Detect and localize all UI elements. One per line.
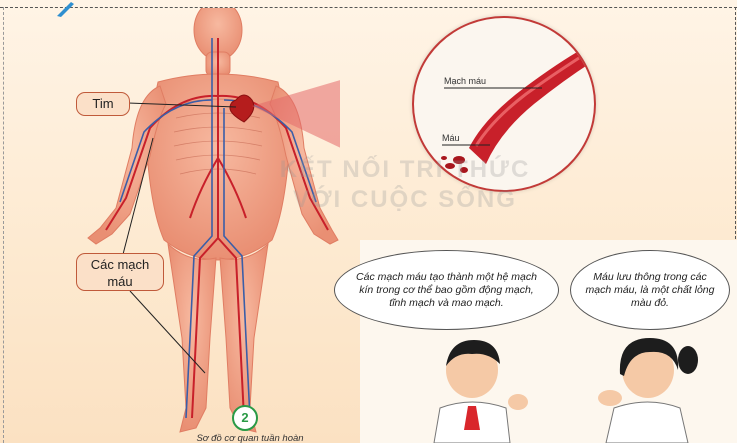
watermark-line2: VỚI CUỘC SỐNG <box>240 185 570 215</box>
heart-label-text: Tim <box>92 96 113 111</box>
vessel-zoom-label: Mạch máu <box>444 76 486 86</box>
page-border-left <box>3 7 4 443</box>
body-illustration <box>40 8 340 443</box>
vessels-label-line2: máu <box>77 273 163 290</box>
watermark: KẾT NỐI TRI THỨC VỚI CUỘC SỐNG <box>240 155 570 215</box>
blood-zoom-label: Máu <box>442 133 460 143</box>
figure-caption: Sơ đồ cơ quan tuần hoàn <box>150 433 350 443</box>
vessels-label-line1: Các mạch <box>77 256 163 273</box>
girl-speech-text: Máu lưu thông trong các mạch máu, là một… <box>585 271 715 310</box>
vessels-label: Các mạch máu <box>76 253 164 291</box>
girl-speech-bubble: Máu lưu thông trong các mạch máu, là một… <box>570 250 730 330</box>
boy-figure <box>434 340 528 443</box>
boy-speech-text: Các mạch máu tạo thành một hệ mạch kín t… <box>355 271 538 310</box>
watermark-line1: KẾT NỐI TRI THỨC <box>240 155 570 185</box>
girl-figure <box>598 338 698 443</box>
boy-speech-bubble: Các mạch máu tạo thành một hệ mạch kín t… <box>334 250 559 330</box>
heart-label: Tim <box>76 92 130 116</box>
figure-number: 2 <box>232 405 258 431</box>
students-illustration <box>410 330 730 443</box>
